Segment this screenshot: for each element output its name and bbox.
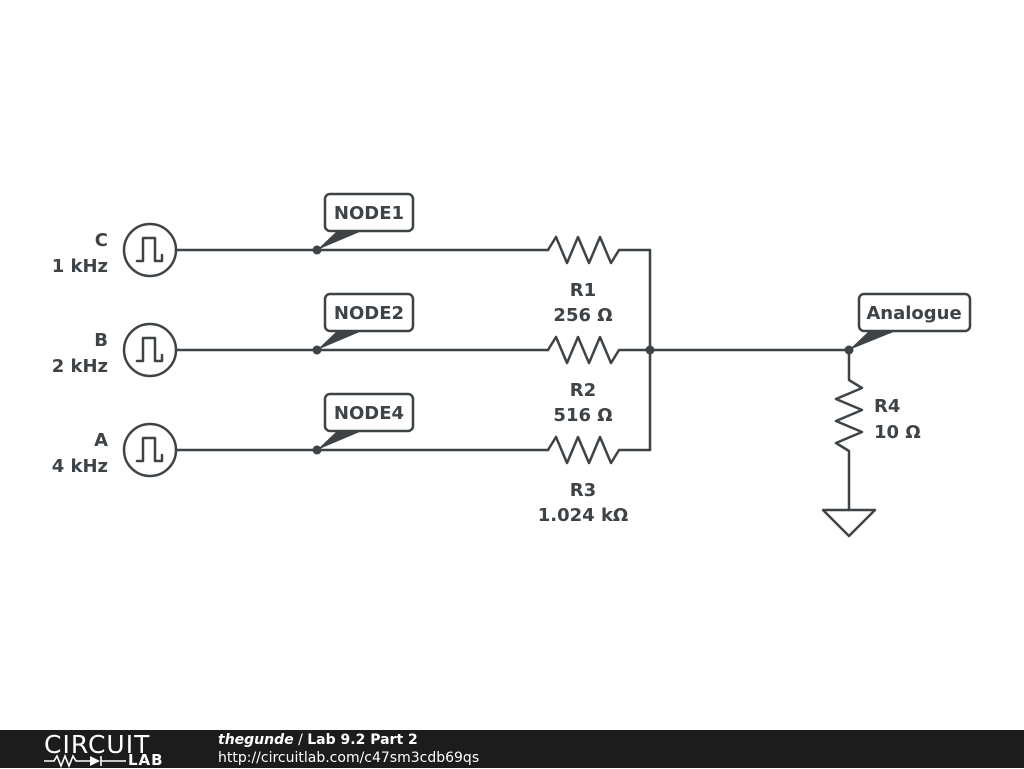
net-label-box [323, 292, 415, 333]
net-label-analogue[interactable]: Analogue [849, 292, 972, 350]
net-label-analogue-text: Analogue [866, 303, 961, 324]
resistor-r2-zigzag [546, 335, 652, 365]
logo-lab-text: LAB [128, 751, 164, 769]
resistor-r3[interactable] [546, 435, 652, 465]
resistor-r1-zigzag [546, 235, 652, 265]
net-label-node1[interactable]: NODE1 [317, 192, 415, 250]
resistor-r2[interactable] [546, 335, 652, 365]
source-b[interactable] [122, 322, 178, 378]
square-wave-icon [135, 236, 164, 263]
source-b-name: B [94, 330, 108, 351]
square-wave-icon [135, 436, 164, 463]
source-c-freq: 1 kHz [52, 256, 108, 277]
source-b-freq: 2 kHz [52, 356, 108, 377]
net-label-node4[interactable]: NODE4 [317, 392, 415, 450]
logo-circuit-text[interactable]: CIRCUIT [44, 730, 151, 759]
resistor-r4-value: 10 Ω [874, 422, 921, 443]
resistor-r3-zigzag [546, 435, 652, 465]
resistor-r2-name: R2 [570, 380, 596, 401]
square-wave-icon [135, 336, 164, 363]
net-label-box [323, 192, 415, 233]
circuit-url-link[interactable]: http://circuitlab.com/c47sm3cdb69qs [218, 750, 480, 766]
net-label-node4-text: NODE4 [334, 403, 404, 424]
resistor-r3-name: R3 [570, 480, 596, 501]
resistor-r4[interactable] [834, 348, 864, 512]
resistor-r1-name: R1 [570, 280, 596, 301]
source-a-freq: 4 kHz [52, 456, 108, 477]
resistor-r2-value: 516 Ω [553, 405, 612, 426]
source-a-name: A [94, 430, 108, 451]
resistor-r4-name: R4 [874, 396, 900, 417]
net-label-node2[interactable]: NODE2 [317, 292, 415, 350]
source-c-circle [122, 222, 178, 278]
footer-bar: CIRCUIT LAB thegunde / Lab 9.2 Part 2 ht… [0, 730, 1024, 768]
source-a[interactable] [122, 422, 178, 478]
resistor-r1[interactable] [546, 235, 652, 265]
net-label-box [857, 292, 972, 333]
circuit-schematic: C 1 kHz NODE1 R1 256 Ω B 2 kHz NODE2 R2 … [52, 192, 972, 538]
net-label-pointer [317, 431, 362, 450]
source-a-circle [122, 422, 178, 478]
net-label-pointer [849, 331, 896, 350]
source-c-name: C [95, 230, 108, 251]
net-label-pointer [317, 331, 362, 350]
ground-icon [821, 508, 877, 538]
author-link[interactable]: thegunde [218, 732, 294, 748]
source-b-circle [122, 322, 178, 378]
resistor-r4-zigzag [834, 348, 864, 512]
logo-resistor-diode-icon [44, 754, 126, 768]
net-label-node1-text: NODE1 [334, 203, 404, 224]
net-label-node2-text: NODE2 [334, 303, 404, 324]
net-label-pointer [317, 231, 362, 250]
title-separator: / [293, 732, 308, 748]
net-label-box [323, 392, 415, 433]
source-c[interactable] [122, 222, 178, 278]
resistor-r1-value: 256 Ω [553, 305, 612, 326]
footer-title-line: thegunde / Lab 9.2 Part 2 [218, 731, 418, 749]
circuit-title: Lab 9.2 Part 2 [307, 732, 418, 748]
resistor-r3-value: 1.024 kΩ [538, 505, 628, 526]
